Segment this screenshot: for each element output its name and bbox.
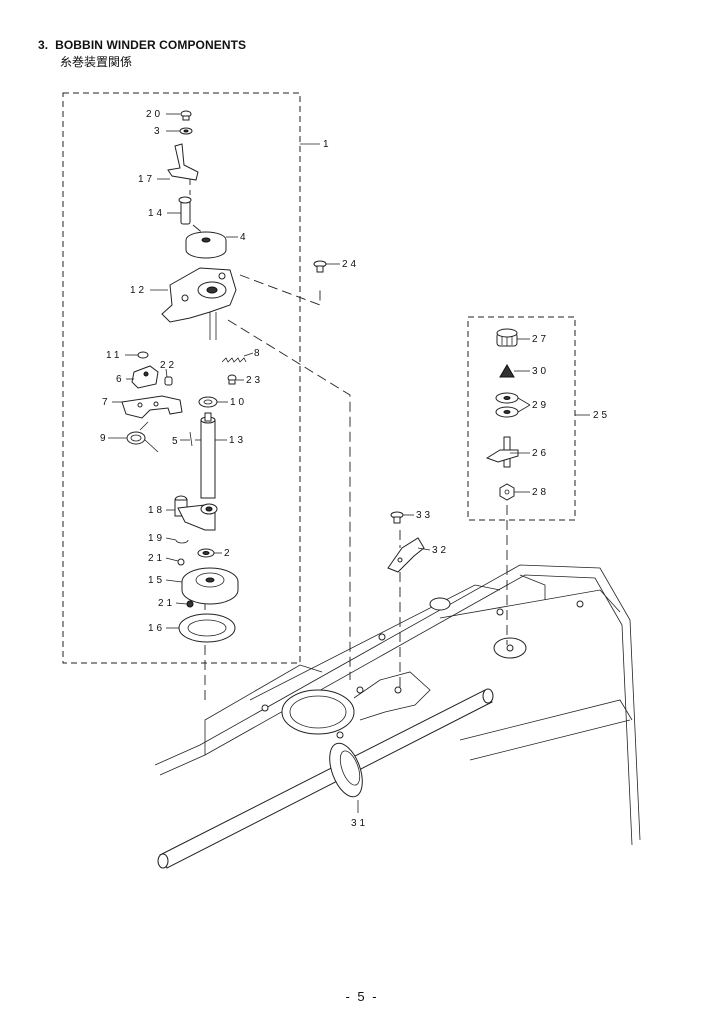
- pin-5: [189, 431, 193, 447]
- spring-9: [126, 421, 159, 453]
- callout-29: 29: [532, 400, 549, 411]
- bracket-12: [161, 267, 237, 340]
- callout-4: 4: [240, 232, 249, 243]
- callout-28: 28: [532, 487, 549, 498]
- screw-33: [390, 511, 404, 524]
- page-number: - 5 -: [345, 989, 379, 1004]
- section-number: 3.: [38, 38, 49, 52]
- screw-23: [227, 374, 237, 385]
- callout-26: 26: [532, 448, 549, 459]
- callout-33: 33: [416, 510, 433, 521]
- callout-14: 14: [148, 208, 165, 219]
- callout-11: 11: [106, 350, 122, 361]
- lever-17: [167, 143, 199, 181]
- callout-16: 16: [148, 623, 165, 634]
- section-title-text: BOBBIN WINDER COMPONENTS: [55, 38, 247, 52]
- callout-31: 31: [351, 818, 368, 829]
- screw-21-bottom: [186, 600, 194, 608]
- screw-21-top: [177, 558, 185, 566]
- rubber-ring-16: [178, 613, 236, 643]
- callout-10: 10: [230, 397, 247, 408]
- arm-18: [174, 495, 218, 531]
- callout-6: 6: [116, 374, 125, 385]
- assembly-25-boundary: [467, 316, 576, 521]
- rubber-ring-4: [185, 231, 227, 259]
- callout-leaders: [108, 113, 531, 629]
- callout-24: 24: [342, 259, 359, 270]
- callout-21-bottom: 21: [158, 598, 175, 609]
- callout-15: 15: [148, 575, 165, 586]
- callout-13: 13: [229, 435, 246, 446]
- callout-27: 27: [532, 334, 549, 345]
- plate-7: [121, 395, 183, 419]
- callout-2: 2: [224, 548, 233, 559]
- callout-3: 3: [154, 126, 163, 137]
- callout-21-top: 21: [148, 553, 165, 564]
- washer-10: [198, 396, 218, 408]
- spring-8: [221, 357, 247, 363]
- callout-22: 22: [160, 360, 177, 371]
- section-subtitle: 糸巻装置関係: [60, 55, 133, 69]
- screw-24: [313, 260, 327, 273]
- callout-1: 1: [323, 139, 332, 150]
- callout-12: 12: [130, 285, 147, 296]
- callout-25: 25: [593, 410, 610, 421]
- callout-8: 8: [254, 348, 263, 359]
- callout-23: 23: [246, 375, 263, 386]
- callout-9: 9: [100, 433, 109, 444]
- callout-labels: 20 3 17 14 4 12 11 22 6 7 9 5 13 10 23 8…: [100, 109, 610, 829]
- screw-22: [164, 376, 173, 386]
- shaft-31: [157, 688, 494, 869]
- knob-27: [496, 328, 518, 347]
- washer-11: [137, 351, 149, 359]
- discs-29: [495, 392, 519, 418]
- callout-17: 17: [138, 174, 155, 185]
- screw-20: [180, 110, 192, 121]
- washer-3: [179, 127, 193, 135]
- callout-7: 7: [102, 397, 111, 408]
- callout-20: 20: [146, 109, 163, 120]
- pin-14: [178, 196, 192, 225]
- retaining-ring-19: [175, 539, 189, 544]
- assembly-1-boundary: [62, 92, 301, 664]
- callout-18: 18: [148, 505, 165, 516]
- stud-26: [485, 436, 519, 468]
- section-title: 3. BOBBIN WINDER COMPONENTS: [38, 38, 246, 52]
- bracket-32: [387, 537, 425, 573]
- shaft-13: [195, 412, 216, 499]
- block-6: [131, 365, 159, 389]
- washer-2: [197, 548, 215, 558]
- spring-30: [499, 364, 515, 378]
- nut-28: [499, 483, 515, 501]
- callout-32: 32: [432, 545, 449, 556]
- pulley-15: [181, 567, 239, 605]
- callout-5: 5: [172, 436, 181, 447]
- callout-30: 30: [532, 366, 549, 377]
- machine-bed: [154, 564, 641, 846]
- callout-19: 19: [148, 533, 165, 544]
